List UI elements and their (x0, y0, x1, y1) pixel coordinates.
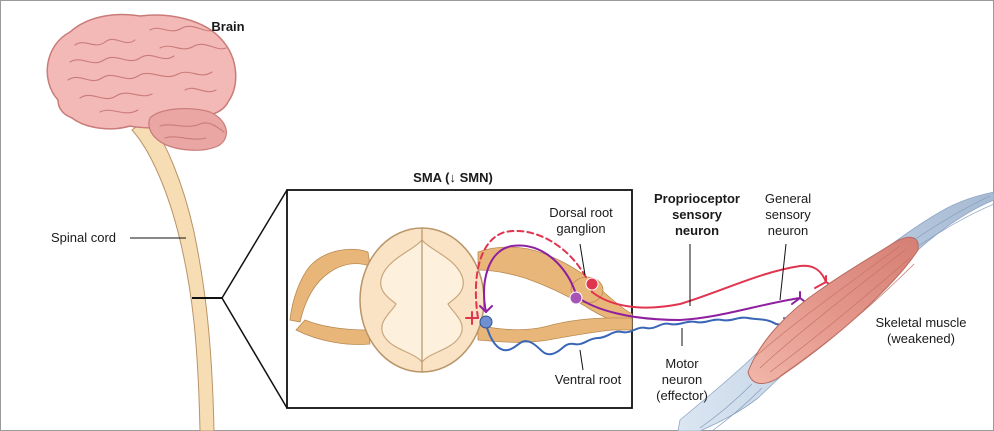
skeletal-muscle-label-line2: (weakened) (887, 331, 955, 346)
proprioceptor-label-line2: sensory (672, 207, 723, 222)
proprioceptor-soma (586, 278, 598, 290)
dorsal-root-ganglion-label-line2: ganglion (556, 221, 605, 236)
spinal-cord (132, 118, 214, 431)
zoom-line-bottom (222, 298, 287, 408)
dorsal-root-ganglion-label-line1: Dorsal root (549, 205, 613, 220)
proprioceptor-label-line1: Proprioceptor (654, 191, 740, 206)
general-sensory-soma (570, 292, 582, 304)
diagram-title: SMA (↓ SMN) (413, 170, 493, 185)
brain-label: Brain (211, 19, 244, 34)
spinal-cord-label: Spinal cord (51, 230, 116, 245)
general-sensory-label-line3: neuron (768, 223, 808, 238)
spinal-cord-cross-section (360, 228, 484, 372)
general-sensory-label-line2: sensory (765, 207, 811, 222)
general-sensory-label-line1: General (765, 191, 811, 206)
zoom-line-top (222, 190, 287, 298)
motor-neuron-label-line1: Motor (665, 356, 699, 371)
skeletal-muscle (678, 192, 994, 431)
motor-neuron-label-line2: neuron (662, 372, 702, 387)
ventral-root-label: Ventral root (555, 372, 622, 387)
proprioceptor-label-line3: neuron (675, 223, 719, 238)
motor-neuron-label-line3: (effector) (656, 388, 708, 403)
skeletal-muscle-label-line1: Skeletal muscle (875, 315, 966, 330)
motor-neuron-soma (480, 316, 492, 328)
